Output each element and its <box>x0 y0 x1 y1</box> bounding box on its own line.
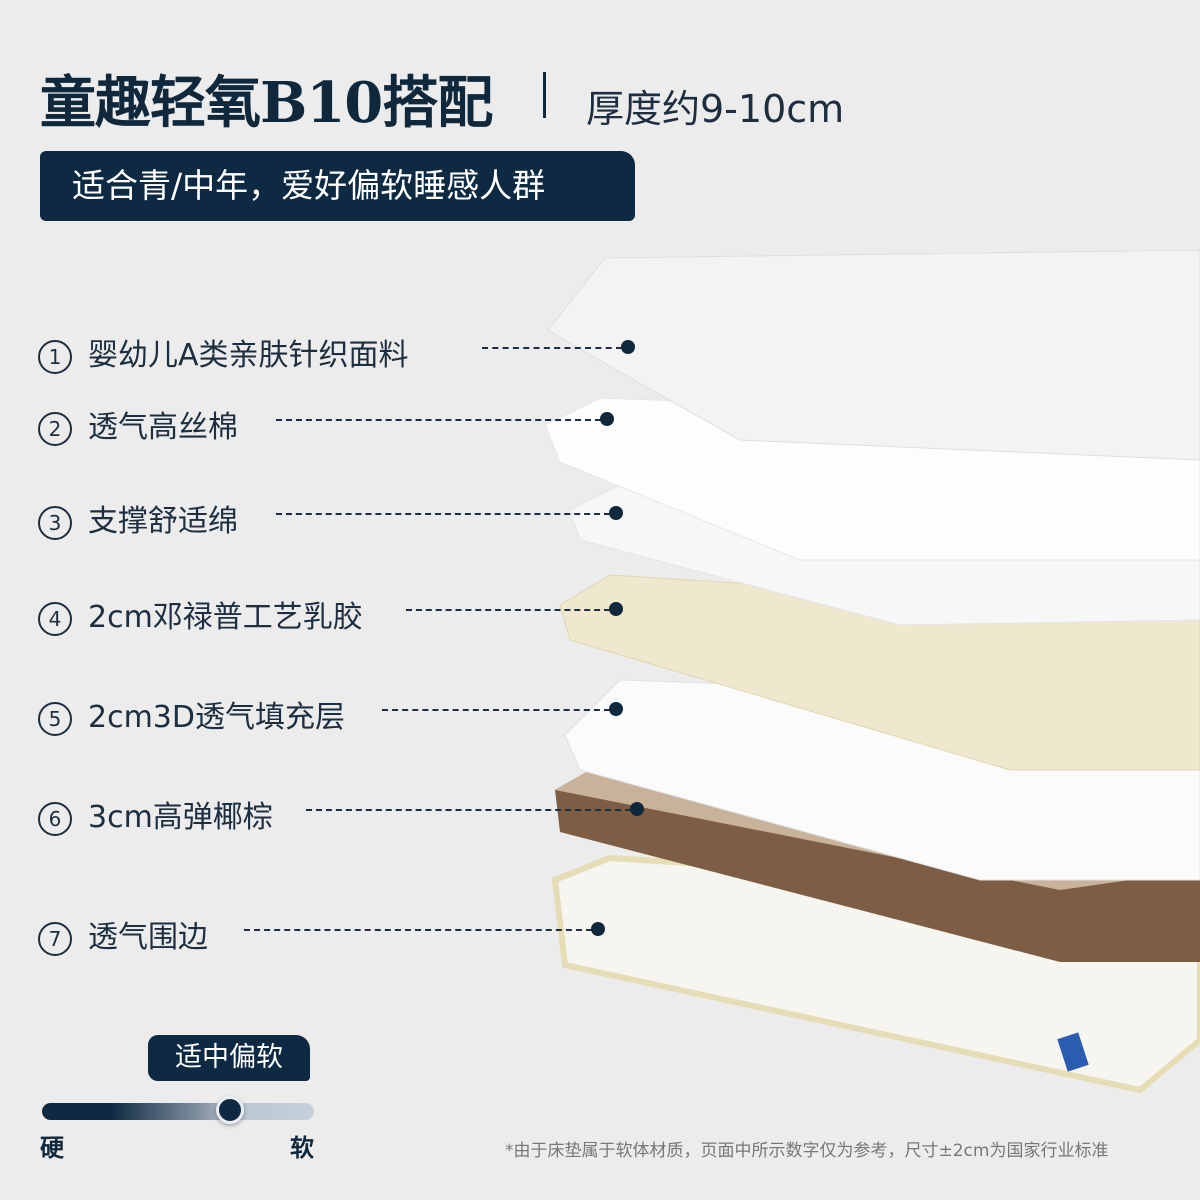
leader-line <box>276 419 601 421</box>
leader-line <box>276 513 610 515</box>
layer-label-4: 4 2cm邓禄普工艺乳胶 <box>38 592 363 636</box>
leader-dot <box>609 602 623 616</box>
layer-number: 5 <box>38 701 72 736</box>
leader-line <box>306 809 631 811</box>
leader-line <box>406 609 610 611</box>
leader-dot <box>609 506 623 520</box>
title-separator <box>543 72 546 118</box>
layer-number: 1 <box>38 339 72 374</box>
layer-label-5: 5 2cm3D透气填充层 <box>38 692 345 736</box>
layer-number: 3 <box>38 505 72 540</box>
top-fabric-layer <box>547 249 1200 461</box>
layer-number: 4 <box>38 601 72 636</box>
leader-dot <box>600 412 614 426</box>
latex-layer <box>559 574 1200 771</box>
layer-label-text: 支撑舒适绵 <box>88 504 238 539</box>
layer-label-text: 透气高丝棉 <box>88 410 238 445</box>
leader-dot <box>609 702 623 716</box>
layer-label-7: 7 透气围边 <box>38 912 208 956</box>
layer-label-text: 婴幼儿A类亲肤针织面料 <box>88 338 409 373</box>
thickness-text: 厚度约9-10cm <box>586 87 845 131</box>
layer-label-text: 3cm高弹椰棕 <box>88 800 273 835</box>
layer-label-6: 6 3cm高弹椰棕 <box>38 792 273 836</box>
layer-number: 6 <box>38 801 72 836</box>
firmness-max-label: 软 <box>290 1134 314 1162</box>
layer-label-text: 2cm邓禄普工艺乳胶 <box>88 600 363 635</box>
product-title: 童趣轻氧B10搭配 <box>40 70 493 136</box>
layer-label-text: 2cm3D透气填充层 <box>88 700 345 735</box>
leader-line <box>382 709 610 711</box>
firmness-badge: 适中偏软 <box>148 1035 310 1081</box>
layer-label-2: 2 透气高丝棉 <box>38 402 238 446</box>
layer-number: 2 <box>38 411 72 446</box>
leader-dot <box>621 340 635 354</box>
leader-line <box>244 929 592 931</box>
firmness-min-label: 硬 <box>40 1134 64 1162</box>
layer-label-text: 透气围边 <box>88 920 208 955</box>
audience-tag: 适合青/中年，爱好偏软睡感人群 <box>40 151 635 221</box>
footnote: *由于床垫属于软体材质，页面中所示数字仅为参考，尺寸±2cm为国家行业标准 <box>505 1141 1109 1161</box>
firmness-slider-track <box>42 1103 314 1120</box>
layer-label-3: 3 支撑舒适绵 <box>38 496 238 540</box>
layer-label-1: 1 婴幼儿A类亲肤针织面料 <box>38 330 409 374</box>
layer-number: 7 <box>38 921 72 956</box>
leader-dot <box>591 922 605 936</box>
leader-line <box>482 347 622 349</box>
leader-dot <box>630 802 644 816</box>
firmness-slider-knob <box>215 1096 244 1124</box>
